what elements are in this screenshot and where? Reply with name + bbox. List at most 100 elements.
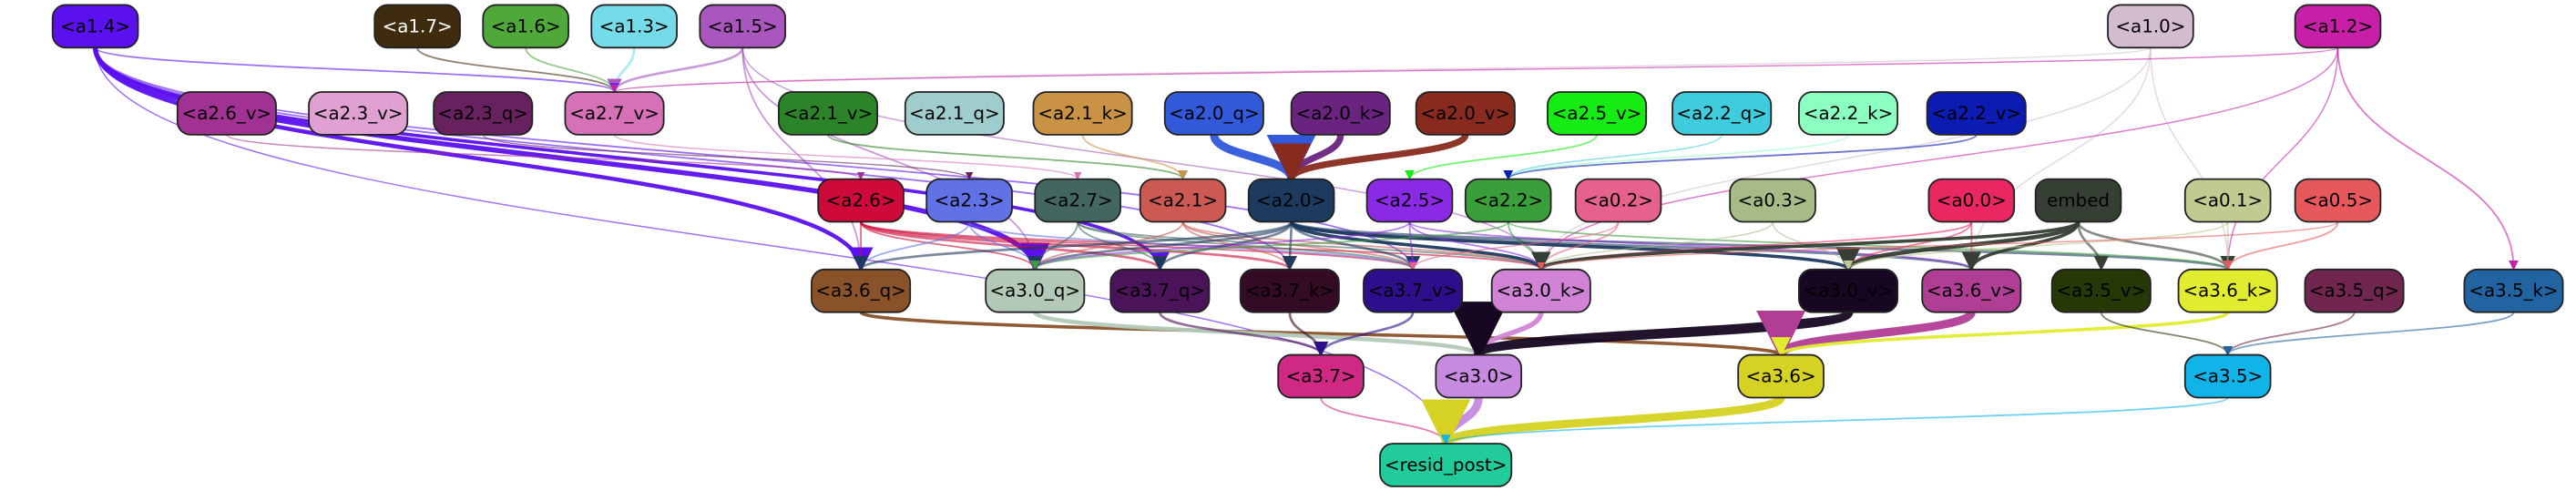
node-a2-2-q[interactable]: <a2.2_q> <box>1671 91 1773 136</box>
node-a0-3[interactable]: <a0.3> <box>1729 178 1816 223</box>
node-a2-6-v[interactable]: <a2.6_v> <box>176 91 277 136</box>
node-label: <a3.7> <box>1286 366 1356 387</box>
node-a0-0[interactable]: <a0.0> <box>1927 178 2016 223</box>
node-a2-5-v[interactable]: <a2.5_v> <box>1547 91 1648 136</box>
node-a2-2[interactable]: <a2.2> <box>1464 178 1552 223</box>
node-a3-5-q[interactable]: <a3.5_q> <box>2304 268 2405 313</box>
edge-a3_6_k-to-a3_6 <box>1771 310 2230 357</box>
node-a3-7-v[interactable]: <a3.7_v> <box>1363 268 1464 313</box>
node-a2-3-v[interactable]: <a2.3_v> <box>308 91 409 136</box>
node-a2-3[interactable]: <a2.3> <box>925 178 1013 223</box>
node-a2-1-v[interactable]: <a2.1_v> <box>778 91 879 136</box>
node-box <box>2294 4 2382 49</box>
node-label: <a2.0_v> <box>1421 103 1511 124</box>
edge-a2_0-to-a3_7_v <box>1290 221 1421 271</box>
node-a2-1-k[interactable]: <a2.1_k> <box>1032 91 1133 136</box>
edge-a2_1_k-to-a2_1 <box>1081 134 1188 180</box>
node-label: <a0.5> <box>2303 190 2373 211</box>
node-a1-4[interactable]: <a1.4> <box>51 4 139 49</box>
node-label: <a2.0> <box>1256 190 1326 211</box>
edge-embed-to-a3_6_v <box>1961 220 2080 271</box>
node-box <box>925 178 1013 223</box>
node-box <box>1547 91 1648 136</box>
edge-a2_6-to-a3_7_v <box>860 220 1418 271</box>
edge-a2_0_q-to-a2_0 <box>1210 133 1316 185</box>
node-box <box>1277 353 1365 399</box>
node-a1-0[interactable]: <a1.0> <box>2107 4 2194 49</box>
node-box <box>1464 178 1552 223</box>
node-a1-2[interactable]: <a1.2> <box>2294 4 2382 49</box>
node-a3-7-q[interactable]: <a3.7_q> <box>1109 268 1211 313</box>
node-label: <a3.5> <box>2193 366 2263 387</box>
node-resid-post[interactable]: <resid_post> <box>1379 443 1513 487</box>
edge-a2_2-to-a3_6_k <box>1507 220 2233 271</box>
edge-a2_5-to-a3_0_q <box>1030 221 1411 271</box>
node-box <box>1365 178 1454 223</box>
node-a3-0-v[interactable]: <a3.0_v> <box>1798 268 1899 313</box>
node-label: <a2.6_v> <box>182 103 272 124</box>
node-a2-3-q[interactable]: <a2.3_q> <box>433 91 534 136</box>
node-a2-7-v[interactable]: <a2.7_v> <box>564 91 665 136</box>
node-a2-2-v[interactable]: <a2.2_v> <box>1926 91 2027 136</box>
edge-a2_7-to-a3_0_k <box>1077 220 1546 271</box>
edge-a0_5-to-a3_0_k <box>1537 220 2339 271</box>
edge-a3_5_q-to-a3_5 <box>2223 312 2356 356</box>
node-label: <a2.5> <box>1375 190 1445 211</box>
node-a1-5[interactable]: <a1.5> <box>699 4 787 49</box>
node-a0-1[interactable]: <a0.1> <box>2183 178 2272 223</box>
node-box <box>1798 91 1899 136</box>
node-a1-3[interactable]: <a1.3> <box>590 4 678 49</box>
node-a3-0-q[interactable]: <a3.0_q> <box>985 268 1086 313</box>
node-a3-0-k[interactable]: <a3.0_k> <box>1490 268 1591 313</box>
node-a2-1-q[interactable]: <a2.1_q> <box>904 91 1005 136</box>
node-a0-2[interactable]: <a0.2> <box>1574 178 1662 223</box>
node-a2-5[interactable]: <a2.5> <box>1365 178 1454 223</box>
node-a2-1[interactable]: <a2.1> <box>1139 178 1227 223</box>
node-a3-5-v[interactable]: <a3.5_v> <box>2050 268 2152 313</box>
node-a3-0[interactable]: <a3.0> <box>1435 353 1523 399</box>
node-label: <a2.1_q> <box>909 103 999 124</box>
node-a1-6[interactable]: <a1.6> <box>482 4 569 49</box>
node-a0-5[interactable]: <a0.5> <box>2294 178 2382 223</box>
node-a2-0[interactable]: <a2.0> <box>1247 178 1335 223</box>
node-a2-7[interactable]: <a2.7> <box>1034 178 1121 223</box>
edge-a0_3-to-a3_0_k <box>1537 221 1774 271</box>
node-label: <a3.6_k> <box>2183 281 2273 302</box>
edge-a1_5-to-a3_6_q <box>741 47 866 271</box>
edge-a2_0-to-a3_7_k <box>1282 221 1297 271</box>
node-a2-0-q[interactable]: <a2.0_q> <box>1163 91 1264 136</box>
node-a3-5-k[interactable]: <a3.5_k> <box>2463 268 2564 313</box>
node-a2-6[interactable]: <a2.6> <box>817 178 905 223</box>
edge-a1_2-to-a3_6_k <box>2223 47 2339 271</box>
node-box <box>564 91 665 136</box>
node-a3-6-q[interactable]: <a3.6_q> <box>811 268 912 313</box>
node-a1-7[interactable]: <a1.7> <box>373 4 461 49</box>
node-label: <a1.0> <box>2115 15 2185 36</box>
edge-a1_6-to-a2_7_v <box>525 47 619 94</box>
edge-a1_0-to-a3_6_v <box>1968 47 2152 271</box>
node-box <box>176 91 277 136</box>
node-a3-6-k[interactable]: <a3.6_k> <box>2177 268 2278 313</box>
edge-a1_4-to-a3_6_q <box>93 47 874 272</box>
node-a3-7-k[interactable]: <a3.7_k> <box>1239 268 1340 313</box>
node-embed[interactable]: embed <box>2034 178 2122 223</box>
edge-embed-to-a3_5_v <box>2077 221 2109 271</box>
node-label: <a2.7> <box>1043 190 1113 211</box>
node-box <box>1927 178 2016 223</box>
node-a3-5[interactable]: <a3.5> <box>2183 353 2272 399</box>
node-a3-6-v[interactable]: <a3.6_v> <box>1921 268 2022 313</box>
node-a2-0-v[interactable]: <a2.0_v> <box>1415 91 1516 136</box>
node-label: <a0.1> <box>2193 190 2263 211</box>
node-a2-0-k[interactable]: <a2.0_k> <box>1290 91 1391 136</box>
node-label: <a2.0_k> <box>1296 103 1385 124</box>
edge-a2_6-to-a3_0_q <box>860 221 1040 271</box>
node-a2-2-k[interactable]: <a2.2_k> <box>1798 91 1899 136</box>
edge-a2_0-to-a3_0_q <box>1027 220 1293 271</box>
edge-embed-to-a3_0_k <box>1531 220 2080 271</box>
node-a3-6[interactable]: <a3.6> <box>1737 353 1825 399</box>
node-box <box>2034 178 2122 223</box>
node-label: <a3.6_q> <box>815 281 905 302</box>
node-a3-7[interactable]: <a3.7> <box>1277 353 1365 399</box>
edge-a1_0-to-a3_6_k <box>2150 47 2233 271</box>
node-label: <a2.2_q> <box>1676 103 1766 124</box>
